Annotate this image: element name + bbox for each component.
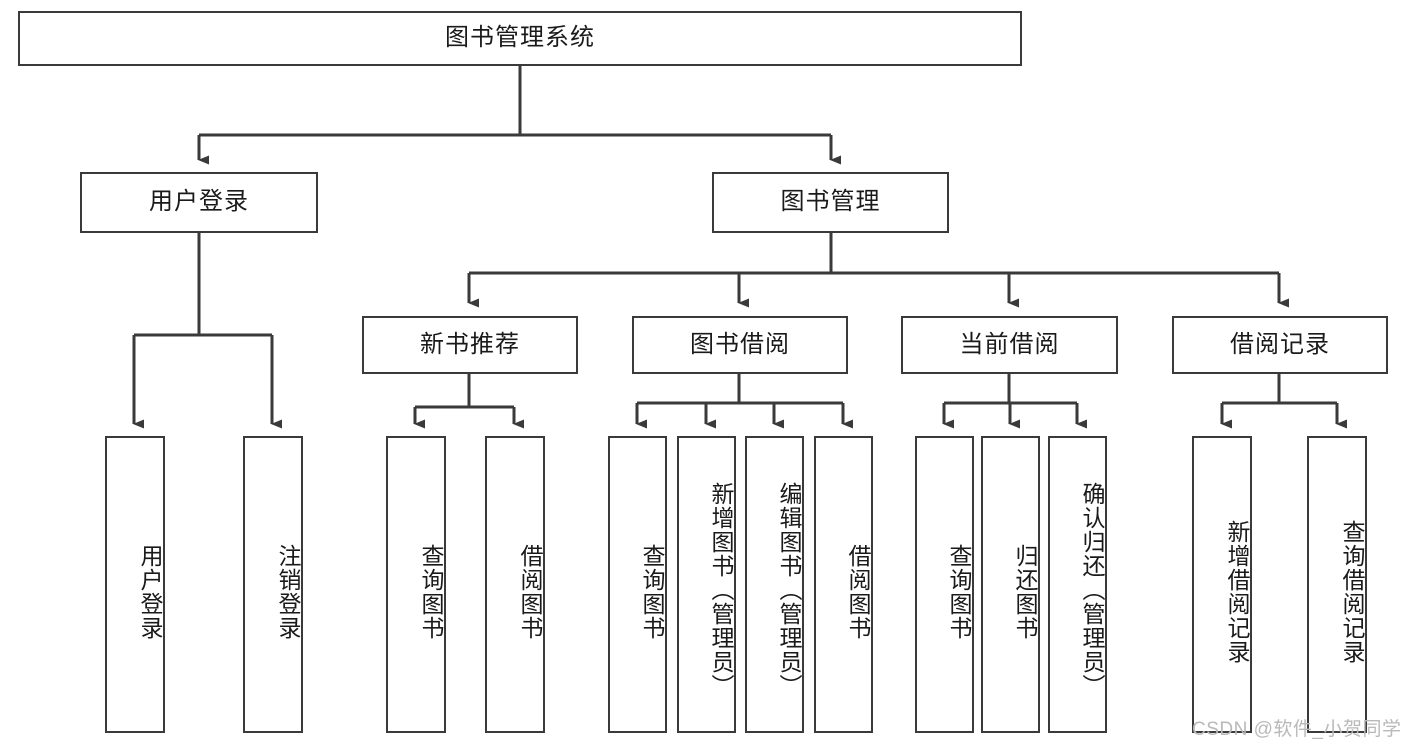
leaf-borrow-record-query-record[interactable]: 查询借阅记录 bbox=[1307, 436, 1367, 733]
node-root-book-management-system[interactable]: 图书管理系统 bbox=[18, 11, 1022, 66]
leaf-borrow-record-add-record[interactable]: 新增借阅记录 bbox=[1192, 436, 1252, 733]
node-label: 归还图书 bbox=[1012, 543, 1038, 640]
node-label: 编辑图书（管理员） bbox=[776, 481, 802, 698]
leaf-current-borrow-query-books[interactable]: 查询图书 bbox=[915, 436, 974, 733]
edge-root-to-level2 bbox=[197, 65, 841, 165]
leaf-user-login-login[interactable]: 用户登录 bbox=[105, 436, 165, 733]
node-label: 新增借阅记录 bbox=[1224, 519, 1250, 664]
leaf-new-book-query-books[interactable]: 查询图书 bbox=[386, 436, 446, 733]
leaf-book-borrow-edit-book-admin[interactable]: 编辑图书（管理员） bbox=[745, 436, 804, 733]
node-label: 图书管理 bbox=[780, 188, 881, 216]
leaf-book-borrow-borrow-books[interactable]: 借阅图书 bbox=[814, 436, 873, 733]
leaf-book-borrow-query-books[interactable]: 查询图书 bbox=[608, 436, 667, 733]
node-label: 用户登录 bbox=[137, 543, 163, 640]
node-label: 确认归还（管理员） bbox=[1079, 481, 1105, 698]
node-borrowing-record[interactable]: 借阅记录 bbox=[1172, 316, 1388, 374]
node-label: 注销登录 bbox=[275, 543, 301, 640]
leaf-book-borrow-add-book-admin[interactable]: 新增图书（管理员） bbox=[677, 436, 736, 733]
node-book-borrowing[interactable]: 图书借阅 bbox=[632, 316, 848, 374]
node-label: 查询图书 bbox=[418, 543, 444, 640]
node-user-login[interactable]: 用户登录 bbox=[80, 172, 318, 233]
node-label: 当前借阅 bbox=[959, 330, 1060, 358]
node-label: 用户登录 bbox=[149, 188, 249, 216]
leaf-new-book-borrow-books[interactable]: 借阅图书 bbox=[485, 436, 545, 733]
node-label: 借阅图书 bbox=[845, 543, 871, 640]
node-label: 新增图书（管理员） bbox=[708, 481, 734, 698]
node-current-borrowing[interactable]: 当前借阅 bbox=[901, 316, 1118, 374]
leaf-current-borrow-return-books[interactable]: 归还图书 bbox=[981, 436, 1040, 733]
node-label: 新书推荐 bbox=[420, 330, 520, 358]
edge-current-borrow-to-leaves bbox=[942, 373, 1087, 429]
node-label: 借阅记录 bbox=[1230, 330, 1330, 358]
leaf-current-borrow-confirm-return-admin[interactable]: 确认归还（管理员） bbox=[1048, 436, 1107, 733]
leaf-user-login-logout[interactable]: 注销登录 bbox=[243, 436, 303, 733]
edge-book-borrow-to-leaves bbox=[635, 373, 853, 429]
edge-new-book-to-leaves bbox=[413, 373, 524, 429]
node-book-management[interactable]: 图书管理 bbox=[712, 172, 949, 233]
node-label: 查询图书 bbox=[639, 543, 665, 640]
node-label: 查询图书 bbox=[946, 543, 972, 640]
node-new-book-recommendation[interactable]: 新书推荐 bbox=[362, 316, 578, 374]
node-label: 图书管理系统 bbox=[445, 24, 595, 52]
node-label: 借阅图书 bbox=[517, 543, 543, 640]
edge-user-login-to-leaves bbox=[132, 232, 282, 429]
edge-borrow-record-to-leaves bbox=[1220, 373, 1347, 429]
edge-book-mgmt-to-level3 bbox=[467, 232, 1289, 308]
node-label: 查询借阅记录 bbox=[1339, 519, 1365, 664]
node-label: 图书借阅 bbox=[690, 330, 790, 358]
